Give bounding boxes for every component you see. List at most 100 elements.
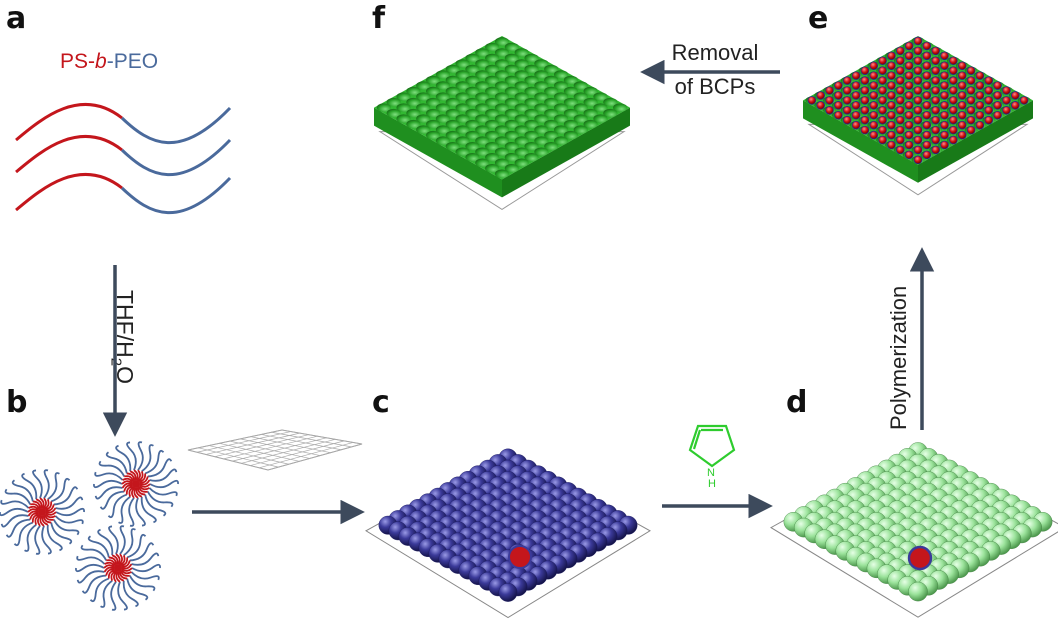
pore [485, 64, 500, 74]
red-core [869, 130, 879, 140]
red-core [966, 96, 976, 105]
ps-core-strand [27, 510, 39, 517]
pore [563, 75, 579, 85]
red-core [949, 86, 958, 95]
pore [524, 75, 539, 85]
ps-core-strand [122, 477, 134, 484]
chain-3-peo [120, 176, 232, 215]
ps-core-strand [30, 503, 40, 510]
pore [445, 108, 460, 118]
pore [416, 103, 431, 113]
red-core [931, 76, 940, 85]
red-core [896, 76, 905, 85]
red-core [931, 135, 940, 145]
pore [534, 125, 549, 135]
graphene-line [259, 442, 354, 469]
red-core [922, 130, 932, 140]
red-core [904, 110, 914, 120]
pore [485, 108, 500, 118]
pore [475, 48, 490, 57]
red-core [842, 96, 852, 105]
slab-side-left [374, 107, 502, 198]
pore [583, 97, 598, 107]
ps-core-strand [128, 486, 135, 498]
sphere [498, 583, 518, 602]
red-core [887, 91, 896, 100]
red-core [913, 106, 923, 115]
red-core [949, 135, 958, 145]
pore [563, 119, 579, 129]
pore [524, 152, 539, 162]
pore [376, 103, 391, 113]
red-core [860, 96, 870, 105]
graphene-line [240, 438, 321, 456]
graphene-line [250, 440, 345, 466]
red-core [887, 71, 896, 80]
red-core [904, 120, 914, 130]
pore [593, 114, 608, 124]
red-core [931, 56, 940, 66]
red-core [869, 61, 879, 71]
peo-corona-strand [13, 521, 34, 547]
red-core [851, 81, 861, 90]
pore [514, 59, 529, 68]
pore [504, 53, 519, 63]
red-core [931, 86, 940, 95]
pore [603, 97, 618, 107]
peo-corona-strand [41, 525, 52, 555]
pore [435, 81, 451, 90]
graphene-outline [187, 429, 363, 471]
pore [416, 114, 431, 124]
pore [485, 86, 500, 96]
sphere-cross-section [907, 545, 933, 571]
pore [416, 81, 431, 90]
peo-corona-strand [52, 519, 80, 536]
red-core [834, 110, 843, 120]
pore [485, 164, 500, 173]
ps-core-strand [35, 498, 43, 509]
peo-corona-strand [76, 570, 105, 584]
red-core [922, 81, 932, 90]
red-core [940, 71, 949, 80]
red-core [851, 71, 861, 80]
red-core [887, 101, 896, 110]
pore [425, 97, 441, 107]
red-core [1002, 96, 1011, 105]
peo-corona-strand [0, 499, 30, 509]
pore [504, 164, 519, 173]
ps-core-strand [103, 564, 115, 569]
peo-corona-strand [129, 542, 155, 562]
pore [544, 75, 559, 85]
red-core [975, 120, 985, 130]
ps-core-strand [43, 514, 52, 524]
pore [465, 141, 480, 151]
pore [583, 86, 598, 96]
pore [494, 169, 510, 179]
graphene-line [271, 431, 352, 448]
pore [475, 136, 490, 146]
pore [514, 70, 529, 79]
pore [504, 86, 519, 96]
panel-letter-a: a [6, 1, 27, 36]
peo-corona-strand [76, 555, 106, 565]
filled-porous-slab [803, 36, 1033, 196]
pore [494, 92, 510, 101]
red-core [931, 96, 940, 105]
ps-core-strand [125, 486, 134, 495]
red-core [860, 86, 870, 95]
red-core [949, 96, 958, 105]
pore [455, 147, 470, 157]
red-core [913, 125, 923, 135]
red-core [869, 91, 879, 100]
ps-core-strand [37, 515, 42, 527]
pore [425, 119, 441, 129]
pore [553, 81, 569, 90]
graphene-line [229, 440, 310, 459]
red-core [842, 115, 852, 125]
red-core [878, 125, 887, 135]
red-core [913, 36, 923, 46]
pore [386, 97, 401, 107]
ps-core-strand [120, 557, 129, 566]
pore [435, 125, 451, 135]
peo-corona-strand [47, 472, 60, 500]
